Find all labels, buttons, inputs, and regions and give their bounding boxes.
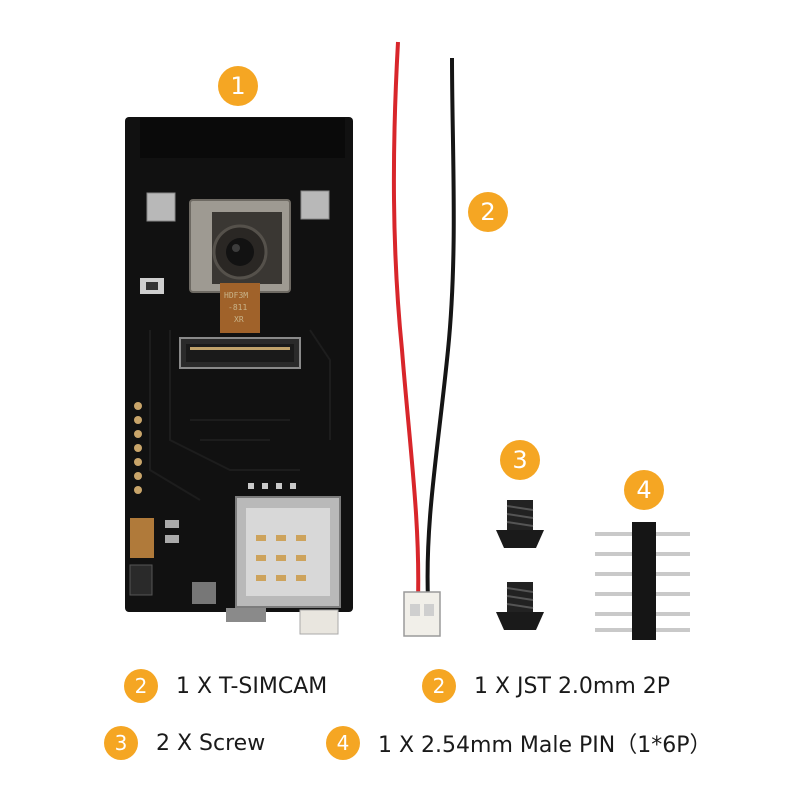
board-print-line1: HDF3M xyxy=(224,291,248,300)
legend-text: 1 X JST 2.0mm 2P xyxy=(474,673,671,699)
legend-text: 2 X Screw xyxy=(156,730,266,756)
callout-4-badge: 4 xyxy=(624,470,664,510)
legend-item-screw: 3 2 X Screw xyxy=(104,726,265,760)
t-simcam-board: HDF3M -811 XR xyxy=(125,117,353,635)
legend-text: 1 X 2.54mm Male PIN（1*6P） xyxy=(378,733,712,758)
screw-2 xyxy=(496,582,544,630)
legend-item-jst: 2 1 X JST 2.0mm 2P xyxy=(422,669,670,703)
callout-3-badge: 3 xyxy=(500,440,540,480)
legend-badge: 3 xyxy=(104,726,138,760)
legend-item-pin: 4 1 X 2.54mm Male PIN（1*6P） xyxy=(326,726,711,760)
legend-text: 1 X T-SIMCAM xyxy=(176,673,328,699)
board-print-line3: XR xyxy=(234,315,244,324)
pin-header xyxy=(595,522,690,640)
legend-item-board: 2 1 X T-SIMCAM xyxy=(124,669,327,703)
callout-2-badge: 2 xyxy=(468,192,508,232)
callout-1-badge: 1 xyxy=(218,66,258,106)
board-print-line2: -811 xyxy=(228,303,247,312)
legend-badge: 4 xyxy=(326,726,360,760)
legend-badge: 2 xyxy=(422,669,456,703)
jst-cable xyxy=(391,41,456,637)
screw-1 xyxy=(496,500,544,548)
legend-badge: 2 xyxy=(124,669,158,703)
